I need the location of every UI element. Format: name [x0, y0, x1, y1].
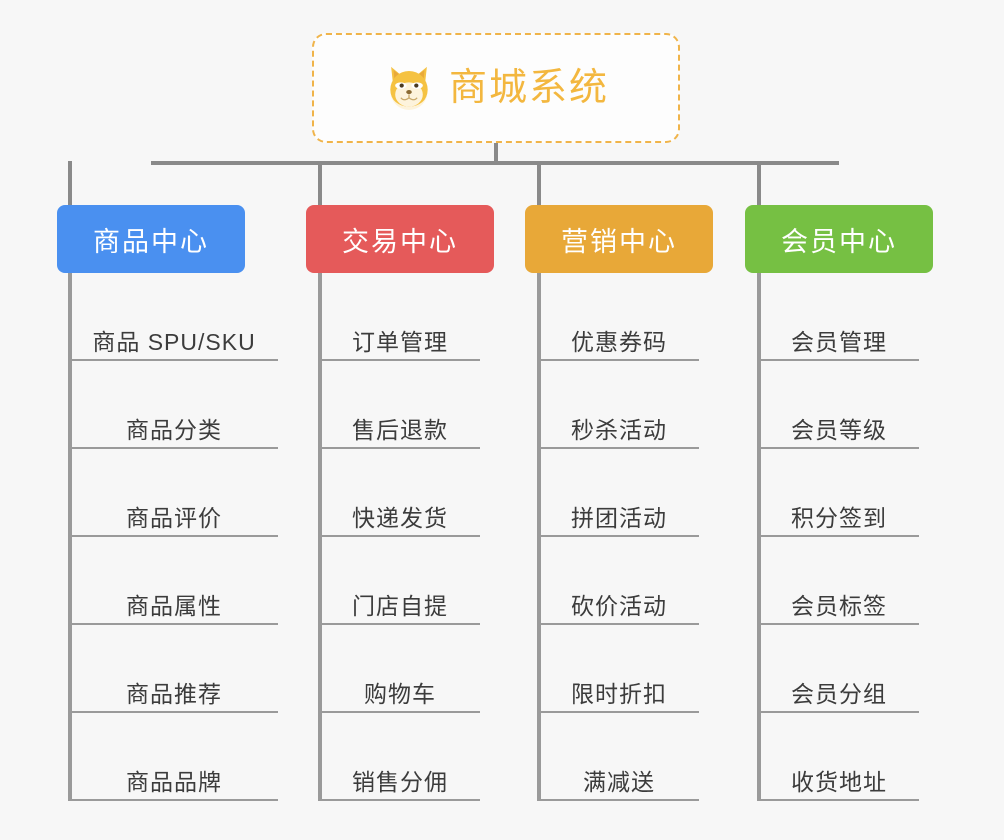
leaf-item[interactable]: 限时折扣: [539, 625, 699, 713]
leaf-item-label: 商品属性: [126, 592, 222, 619]
leaf-item[interactable]: 满减送: [539, 713, 699, 801]
leaf-item-label: 商品 SPU/SKU: [92, 328, 256, 355]
category-label: 交易中心: [342, 226, 458, 257]
leaf-item[interactable]: 砍价活动: [539, 537, 699, 625]
leaf-item[interactable]: 商品推荐: [70, 625, 278, 713]
root-title: 商城系统: [448, 67, 609, 109]
leaf-spine-marketing-center: [537, 273, 541, 801]
leaf-item[interactable]: 商品属性: [70, 537, 278, 625]
category-box-marketing-center[interactable]: 营销中心: [525, 205, 713, 273]
connector-drop-transaction-center: [318, 161, 322, 205]
leaf-item[interactable]: 门店自提: [320, 537, 480, 625]
category-box-member-center[interactable]: 会员中心: [745, 205, 933, 273]
leaf-item[interactable]: 商品评价: [70, 449, 278, 537]
leaf-item-label: 商品品牌: [126, 768, 222, 795]
leaf-item[interactable]: 优惠券码: [539, 273, 699, 361]
leaf-item-label: 收货地址: [791, 768, 887, 795]
leaf-item-label: 门店自提: [352, 592, 448, 619]
leaf-item-label: 商品评价: [126, 504, 222, 531]
root-node-shop-system[interactable]: 商城系统: [312, 33, 680, 143]
connector-drop-member-center: [757, 161, 761, 205]
leaf-item-label: 积分签到: [791, 504, 887, 531]
category-label: 营销中心: [561, 226, 677, 257]
leaf-item[interactable]: 会员分组: [759, 625, 919, 713]
leaf-item-label: 购物车: [364, 680, 436, 707]
leaf-item[interactable]: 销售分佣: [320, 713, 480, 801]
connector-drop-product-center: [68, 161, 72, 205]
leaf-spine-member-center: [757, 273, 761, 801]
leaf-item[interactable]: 商品品牌: [70, 713, 278, 801]
leaf-item-label: 会员管理: [791, 328, 887, 355]
leaf-item[interactable]: 快递发货: [320, 449, 480, 537]
leaf-item[interactable]: 会员标签: [759, 537, 919, 625]
leaf-item[interactable]: 购物车: [320, 625, 480, 713]
leaf-item-label: 商品推荐: [126, 680, 222, 707]
leaf-item[interactable]: 商品 SPU/SKU: [70, 273, 278, 361]
leaf-item[interactable]: 会员管理: [759, 273, 919, 361]
connector-root-stem: [494, 143, 498, 165]
category-label: 会员中心: [781, 226, 897, 257]
leaf-item[interactable]: 积分签到: [759, 449, 919, 537]
connector-drop-marketing-center: [537, 161, 541, 205]
leaf-item-label: 限时折扣: [571, 680, 667, 707]
leaf-spine-transaction-center: [318, 273, 322, 801]
leaf-item-label: 商品分类: [126, 416, 222, 443]
leaf-item[interactable]: 秒杀活动: [539, 361, 699, 449]
leaf-item[interactable]: 收货地址: [759, 713, 919, 801]
leaf-item[interactable]: 商品分类: [70, 361, 278, 449]
leaf-item-label: 优惠券码: [571, 328, 667, 355]
leaf-item-label: 订单管理: [352, 328, 448, 355]
leaf-item-label: 秒杀活动: [571, 416, 667, 443]
leaf-item-label: 满减送: [583, 768, 655, 795]
leaf-item-label: 砍价活动: [571, 592, 667, 619]
category-box-product-center[interactable]: 商品中心: [57, 205, 245, 273]
leaf-item-label: 快递发货: [352, 504, 448, 531]
category-box-transaction-center[interactable]: 交易中心: [306, 205, 494, 273]
leaf-item[interactable]: 订单管理: [320, 273, 480, 361]
leaf-item[interactable]: 售后退款: [320, 361, 480, 449]
leaf-item-label: 会员标签: [791, 592, 887, 619]
connector-bus-bar: [151, 161, 839, 165]
leaf-item-label: 拼团活动: [571, 504, 667, 531]
leaf-item[interactable]: 拼团活动: [539, 449, 699, 537]
leaf-item[interactable]: 会员等级: [759, 361, 919, 449]
category-label: 商品中心: [93, 226, 209, 257]
leaf-item-label: 会员等级: [791, 416, 887, 443]
leaf-spine-product-center: [68, 273, 72, 801]
leaf-item-label: 售后退款: [352, 416, 448, 443]
leaf-item-label: 销售分佣: [352, 768, 448, 795]
leaf-item-label: 会员分组: [791, 680, 887, 707]
shiba-dog-icon: [383, 62, 435, 114]
